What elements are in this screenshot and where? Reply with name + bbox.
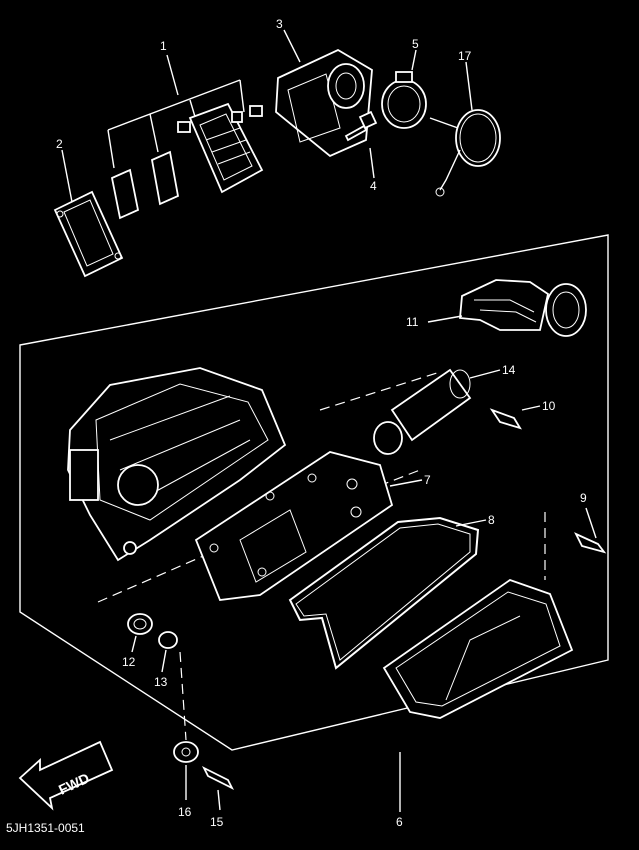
part-1-leader (107, 54, 245, 169)
hose-clamp-part (381, 49, 427, 129)
reed-petal-parts (110, 150, 180, 220)
air-tube-part (319, 368, 501, 455)
part-label-3: 3 (276, 17, 283, 31)
seal-part-8 (288, 516, 487, 670)
air-box-housing-part (67, 367, 287, 562)
reed-gasket-part (53, 149, 124, 278)
dashed-alignment-line-left (97, 469, 421, 603)
intake-manifold-part (275, 29, 373, 158)
part-label-4: 4 (370, 179, 377, 193)
part-label-16: 16 (178, 805, 192, 819)
fwd-arrow: FWD (18, 740, 114, 811)
collar-part-13 (158, 631, 178, 673)
part-label-15: 15 (210, 815, 224, 829)
part-label-11: 11 (406, 315, 419, 329)
diagram-code: 5JH1351-0051 (6, 821, 85, 835)
part-label-14: 14 (502, 363, 516, 377)
part-label-2: 2 (56, 137, 63, 151)
part-label-9: 9 (580, 491, 587, 505)
part-label-12: 12 (122, 655, 136, 669)
part-label-13: 13 (154, 675, 168, 689)
washer-part-16 (173, 651, 199, 800)
part-label-6: 6 (396, 815, 403, 829)
part-label-10: 10 (542, 399, 556, 413)
bolt-part-4 (344, 110, 378, 179)
screw-part-9 (574, 507, 607, 554)
part-label-8: 8 (488, 513, 495, 527)
gasket-plate-part-7 (194, 451, 423, 601)
bolt-part-15 (201, 765, 235, 811)
wire-clip-part (429, 61, 501, 197)
reed-block-part (177, 102, 264, 194)
air-box-cover-part (382, 512, 574, 719)
screw-part-10 (489, 405, 541, 430)
intake-boot-part (427, 279, 587, 337)
part-label-7: 7 (424, 473, 431, 487)
part-label-1: 1 (160, 39, 167, 53)
part-label-17: 17 (458, 49, 472, 63)
part-label-5: 5 (412, 37, 419, 51)
grommet-part-12 (127, 613, 153, 653)
